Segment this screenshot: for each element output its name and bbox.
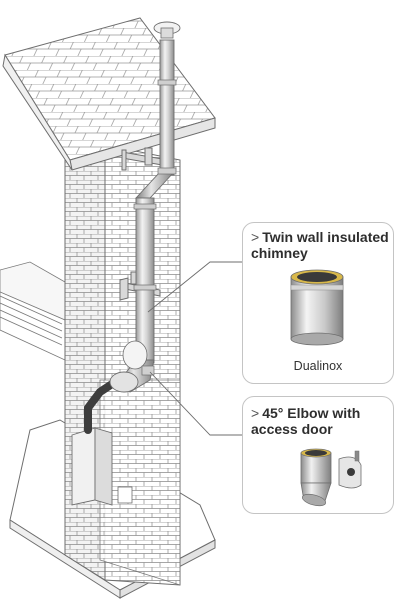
flue-system	[109, 21, 181, 393]
chevron-icon: >	[251, 229, 260, 245]
callout-chimney-product-name: Dualinox	[293, 359, 343, 373]
callout-twin-wall-chimney: >Twin wall insulated chimney Dualinox	[242, 222, 394, 384]
room-floor	[0, 261, 66, 361]
tiled-roof	[2, 17, 216, 171]
callout-chimney-title: >Twin wall insulated chimney	[251, 229, 389, 261]
leader-chimney	[147, 261, 243, 313]
leader-elbow	[149, 371, 243, 436]
callout-45-elbow: >45° Elbow with access door	[242, 396, 394, 514]
stove-appliance	[71, 376, 133, 506]
brick-chimney-breast	[64, 144, 181, 586]
dualinox-pipe-illustration	[290, 269, 344, 346]
elbow-access-door-illustration	[300, 448, 362, 507]
callout-elbow-title: >45° Elbow with access door	[251, 405, 361, 437]
chevron-icon: >	[251, 405, 260, 421]
leader-lines	[147, 261, 243, 436]
